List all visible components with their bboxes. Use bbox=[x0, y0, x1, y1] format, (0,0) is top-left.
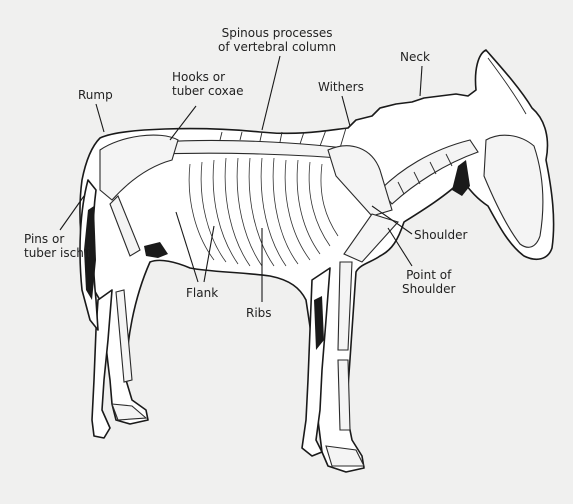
label-ribs: Ribs bbox=[246, 306, 272, 320]
leader-spinous bbox=[262, 56, 280, 130]
fore-cannon bbox=[338, 360, 350, 430]
label-rump: Rump bbox=[78, 88, 113, 102]
leader-rump bbox=[96, 104, 104, 132]
label-neck: Neck bbox=[400, 50, 430, 64]
label-shoulder: Shoulder bbox=[414, 228, 467, 242]
label-hooks: Hooks or tuber coxae bbox=[172, 70, 243, 98]
leader-withers bbox=[342, 96, 350, 126]
skull bbox=[484, 135, 543, 247]
label-pins: Pins or tuber ischii bbox=[24, 232, 91, 260]
label-flank: Flank bbox=[186, 286, 218, 300]
label-spinous-processes: Spinous processes of vertebral column bbox=[218, 26, 336, 54]
leader-neck bbox=[420, 66, 422, 96]
label-point-of-shoulder: Point of Shoulder bbox=[402, 268, 455, 296]
label-withers: Withers bbox=[318, 80, 364, 94]
